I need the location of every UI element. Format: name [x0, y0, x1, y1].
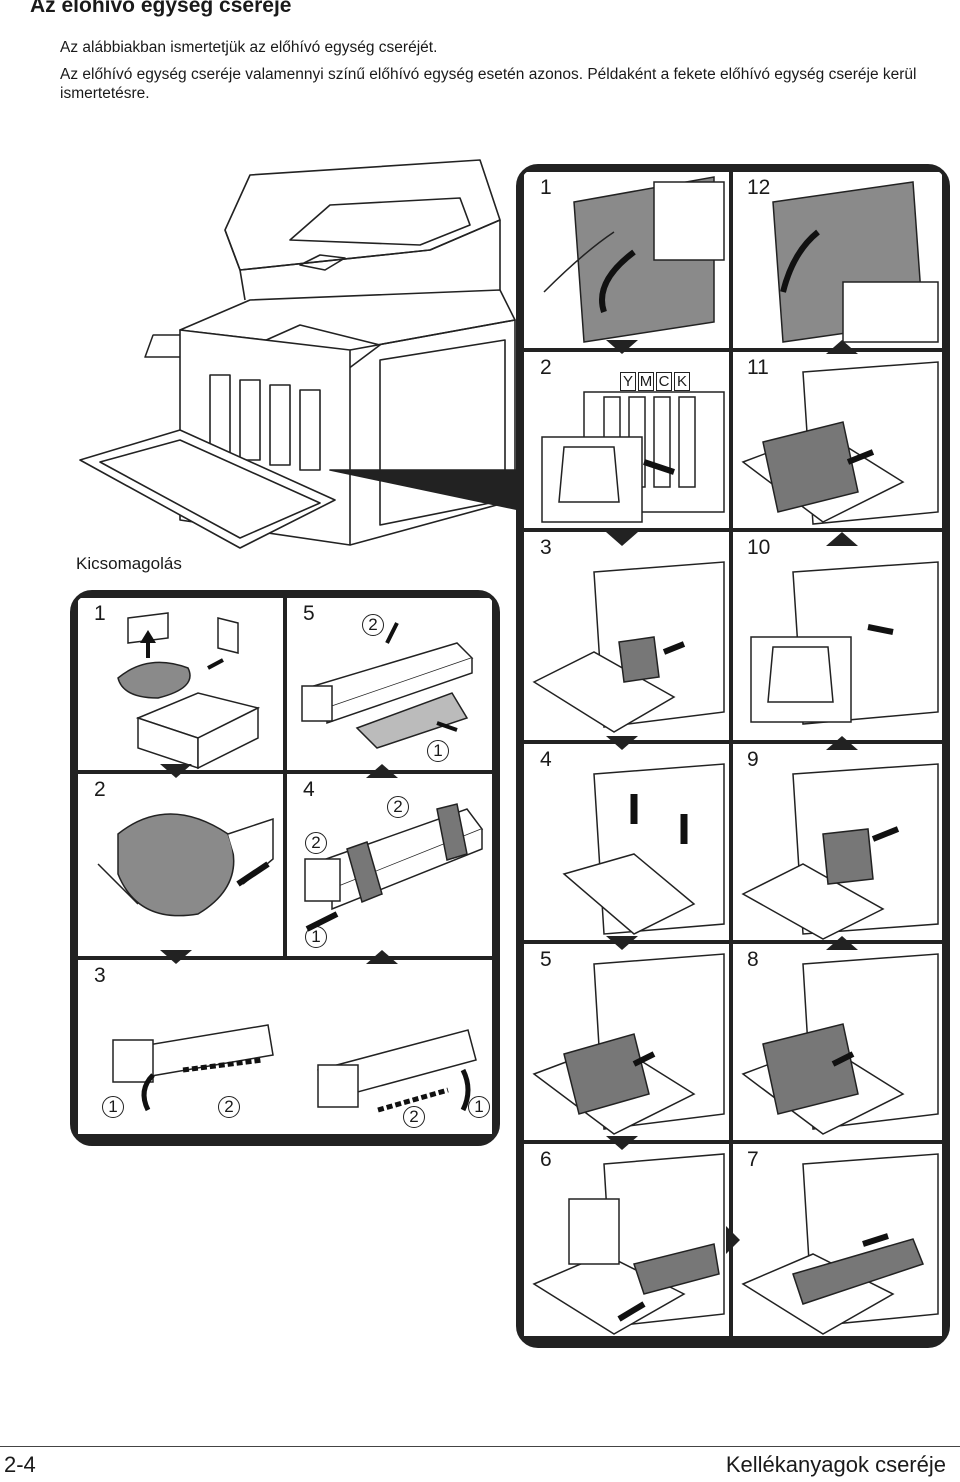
- developer-unit-illustration: [301, 622, 474, 749]
- remove-developer-illustration: [532, 1153, 725, 1335]
- flow-arrow-unpack-4-5: [366, 764, 398, 778]
- unpack-step-3-panel: 3 1 2 2 1: [78, 960, 492, 1134]
- step-2-panel: 2 Y M C K: [524, 352, 729, 528]
- flow-arrow-7-8: [826, 936, 858, 950]
- flow-arrow-2-3: [606, 532, 638, 546]
- flow-arrow-3-4: [606, 736, 638, 750]
- callout-1-left: 1: [102, 1096, 124, 1118]
- step-1-number: 1: [540, 176, 552, 199]
- page-number: 2-4: [4, 1452, 36, 1477]
- flow-arrow-1-2: [606, 340, 638, 354]
- step-5-panel: 5: [524, 944, 729, 1140]
- step-9-number: 9: [747, 748, 759, 771]
- page-title: Az előhívó egység cseréje: [30, 0, 292, 17]
- pull-developer-illustration: [532, 953, 725, 1135]
- step-8-panel: 8: [733, 944, 942, 1140]
- flow-arrow-6-7: [726, 1226, 740, 1254]
- unpack-step-5-number: 5: [303, 602, 315, 625]
- toner-label-m: M: [638, 372, 654, 391]
- install-new-developer-illustration: [741, 1153, 939, 1335]
- remove-toner-illustration: [532, 561, 725, 733]
- step-7-number: 7: [747, 1148, 759, 1171]
- callout-1-lower: 1: [305, 926, 327, 948]
- insert-developer-illustration: [741, 361, 939, 525]
- push-developer-illustration: [741, 953, 939, 1135]
- unpack-steps-frame: 1 5 2 1: [70, 590, 500, 1146]
- unpack-step-5-panel: 5 2 1: [287, 598, 492, 770]
- close-front-door-illustration: [772, 181, 939, 343]
- unpack-step-1-number: 1: [94, 602, 106, 625]
- unpack-step-2-number: 2: [94, 778, 106, 801]
- toner-label-k: K: [674, 372, 690, 391]
- flow-arrow-unpack-3-4: [366, 950, 398, 964]
- flow-arrow-5-6: [606, 1136, 638, 1150]
- step-7-panel: 7: [733, 1144, 942, 1336]
- step-6-number: 6: [540, 1148, 552, 1171]
- callout-1: 1: [427, 740, 449, 762]
- unpack-step-1-panel: 1: [78, 598, 283, 770]
- toner-label-y: Y: [620, 372, 636, 391]
- intro-line-2: Az előhívó egység cseréje valamennyi szí…: [60, 66, 917, 102]
- flow-arrow-unpack-2-3: [160, 950, 192, 964]
- step-1-panel: 1: [524, 172, 729, 348]
- toner-color-labels: Y M C K: [620, 372, 692, 391]
- step-12-panel: 12: [733, 172, 942, 348]
- unpack-bag-illustration: [97, 813, 274, 917]
- unpack-step-3-number: 3: [94, 964, 106, 987]
- flow-arrow-4-5: [606, 936, 638, 950]
- unpack-section-label: Kicsomagolás: [76, 554, 182, 573]
- step-8-number: 8: [747, 948, 759, 971]
- step-2-number: 2: [540, 356, 552, 379]
- unpack-step-4-panel: 4 2 2 1: [287, 774, 492, 956]
- step-3-panel: 3: [524, 532, 729, 740]
- step-4-number: 4: [540, 748, 552, 771]
- release-lever-illustration: [562, 763, 725, 935]
- developer-unit-tape-illustration: [304, 803, 484, 932]
- step-11-panel: 11: [733, 352, 942, 528]
- step-11-number: 11: [747, 356, 769, 379]
- callout-2-lower: 2: [305, 832, 327, 854]
- lock-lever-illustration: [750, 561, 939, 725]
- intro-text: Az alábbiakban ismertetjük az előhívó eg…: [60, 38, 940, 111]
- reinsert-toner-illustration: [741, 763, 939, 940]
- step-5-number: 5: [540, 948, 552, 971]
- flow-arrow-9-10: [826, 532, 858, 546]
- footer-divider: [0, 1446, 960, 1447]
- step-6-panel: 6: [524, 1144, 729, 1336]
- callout-2: 2: [362, 614, 384, 636]
- callout-1-right: 1: [468, 1096, 490, 1118]
- callout-2-upper: 2: [387, 796, 409, 818]
- step-12-number: 12: [747, 176, 771, 199]
- flow-arrow-10-11: [826, 340, 858, 354]
- step-10-number: 10: [747, 536, 771, 559]
- step-4-panel: 4: [524, 744, 729, 940]
- callout-2-left: 2: [218, 1096, 240, 1118]
- chapter-title: Kellékanyagok cseréje: [725, 1452, 946, 1477]
- toner-label-c: C: [656, 372, 672, 391]
- intro-line-1: Az alábbiakban ismertetjük az előhívó eg…: [60, 39, 438, 56]
- unpack-step-4-number: 4: [303, 778, 315, 801]
- step-10-panel: 10: [733, 532, 942, 740]
- printer-overview-illustration: [79, 159, 521, 549]
- unpack-box-illustration: [117, 612, 261, 770]
- developer-unit-shake-illustration: [112, 1024, 477, 1113]
- unpack-step-2-panel: 2: [78, 774, 283, 956]
- flow-arrow-unpack-1-2: [160, 764, 192, 778]
- flow-arrow-8-9: [826, 736, 858, 750]
- toner-slot-illustration: [541, 391, 725, 523]
- step-3-number: 3: [540, 536, 552, 559]
- callout-2-right: 2: [403, 1106, 425, 1128]
- main-steps-frame: 1 2 Y M C K: [516, 164, 950, 1348]
- open-front-door-illustration: [543, 176, 725, 343]
- step-9-panel: 9: [733, 744, 942, 940]
